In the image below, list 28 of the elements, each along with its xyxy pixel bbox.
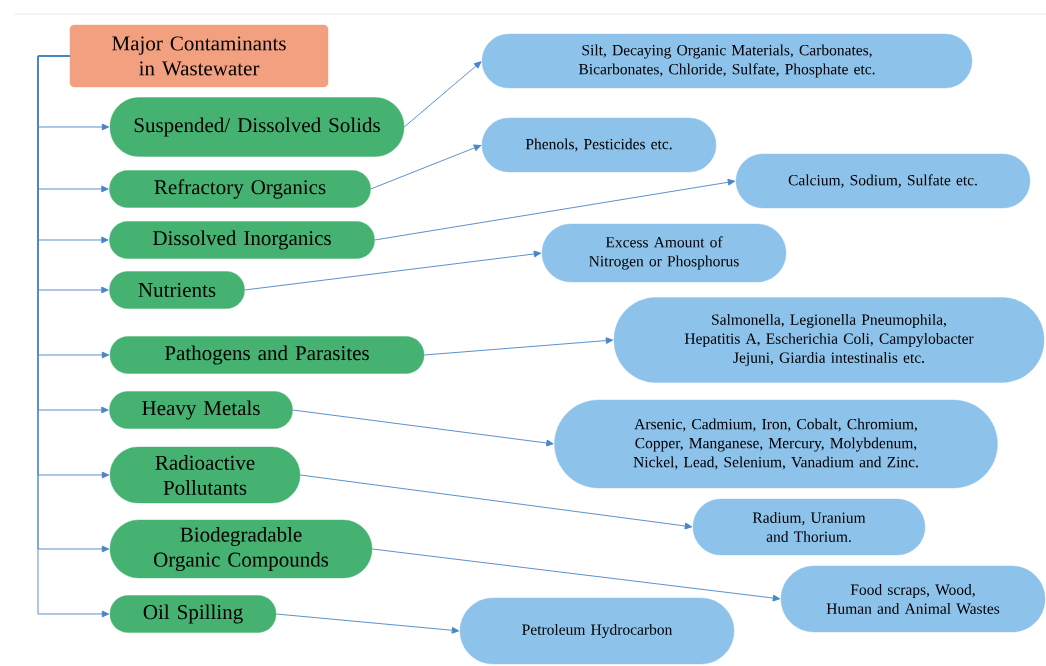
category-box: Oil Spilling	[109, 595, 277, 633]
arrow	[275, 613, 460, 634]
title-box: Major Contaminants in Wastewater	[69, 24, 329, 88]
arrow	[371, 548, 781, 602]
arrow	[423, 337, 614, 356]
category-box: Pathogens and Parasites	[109, 336, 425, 374]
category-box: Heavy Metals	[109, 391, 293, 429]
arrow	[374, 178, 736, 241]
category-box: Refractory Organics	[109, 170, 371, 208]
example-box: Petroleum Hydrocarbon	[459, 597, 735, 665]
arrow	[244, 250, 542, 291]
example-box: Food scraps, Wood, Human and Animal Wastes	[780, 565, 1046, 633]
arrow	[299, 474, 693, 530]
example-box: Salmonella, Legionella Pneumophila, Hepatitis A, Escherichia Coli, Campylobacter Jejuni, Giardia intestinalis etc.	[613, 297, 1045, 383]
category-box: Radioactive Pollutants	[109, 446, 301, 504]
example-box: Phenols, Pesticides etc.	[481, 117, 717, 173]
arrow	[292, 409, 554, 447]
arrow	[370, 144, 482, 190]
example-box: Radium, Uranium and Thorium.	[692, 498, 926, 556]
example-box: Excess Amount of Nitrogen or Phosphorus	[541, 223, 787, 283]
category-box: Nutrients	[109, 271, 245, 309]
example-box: Silt, Decaying Organic Materials, Carbonates, Bicarbonates, Chloride, Sulfate, Phosphate etc.	[481, 33, 973, 89]
example-box: Calcium, Sodium, Sulfate etc.	[735, 153, 1031, 209]
category-box: Suspended/ Dissolved Solids	[109, 97, 405, 157]
category-box: Biodegradable Organic Compounds	[109, 519, 373, 579]
category-box: Dissolved Inorganics	[109, 221, 375, 259]
example-box: Arsenic, Cadmium, Iron, Cobalt, Chromium, Copper, Manganese, Mercury, Molybdenum, Nickel, Lead, Selenium, Vanadium and Zinc.	[554, 399, 998, 489]
arrow	[403, 61, 482, 128]
